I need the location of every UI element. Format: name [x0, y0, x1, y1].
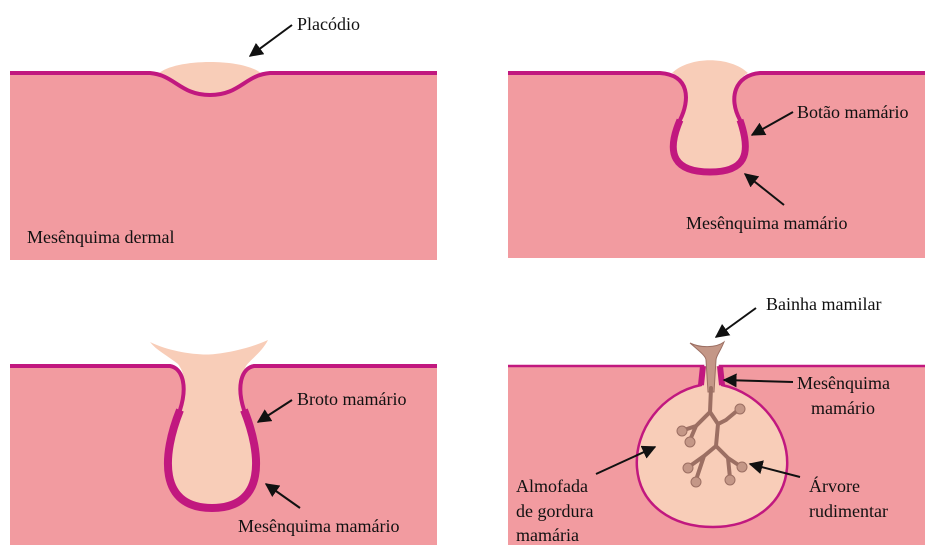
- duct-end: [683, 463, 693, 473]
- nipple-sheath-label: Bainha mamilar: [766, 293, 881, 315]
- placode-label: Placódio: [297, 13, 360, 35]
- placode-arrow: [250, 25, 292, 56]
- tree-label-line2: rudimentar: [809, 500, 888, 522]
- fatpad-label-line1: Almofada: [516, 475, 588, 497]
- dermal-mesenchyme-label: Mesênquima dermal: [27, 226, 174, 248]
- duct-end: [725, 475, 735, 485]
- panel-placode: [10, 25, 437, 260]
- sprout-label: Broto mamário: [297, 388, 406, 410]
- fatpad-label-line2: de gordura: [516, 500, 593, 522]
- tree-label-line1: Árvore: [809, 475, 860, 497]
- sheath-arrow: [716, 308, 756, 337]
- tree-mesenchyme-label-line2: mamário: [811, 397, 875, 419]
- duct-end: [691, 477, 701, 487]
- duct-end: [685, 437, 695, 447]
- duct-end: [737, 462, 747, 472]
- tree-mesenchyme-label-line1: Mesênquima: [797, 372, 890, 394]
- bud-label: Botão mamário: [797, 101, 908, 123]
- sprout-mesenchyme-label: Mesênquima mamário: [238, 515, 399, 537]
- bud-mesenchyme-label: Mesênquima mamário: [686, 212, 847, 234]
- fatpad-label-line3: mamária: [516, 524, 579, 546]
- duct-end: [735, 404, 745, 414]
- duct-end: [677, 426, 687, 436]
